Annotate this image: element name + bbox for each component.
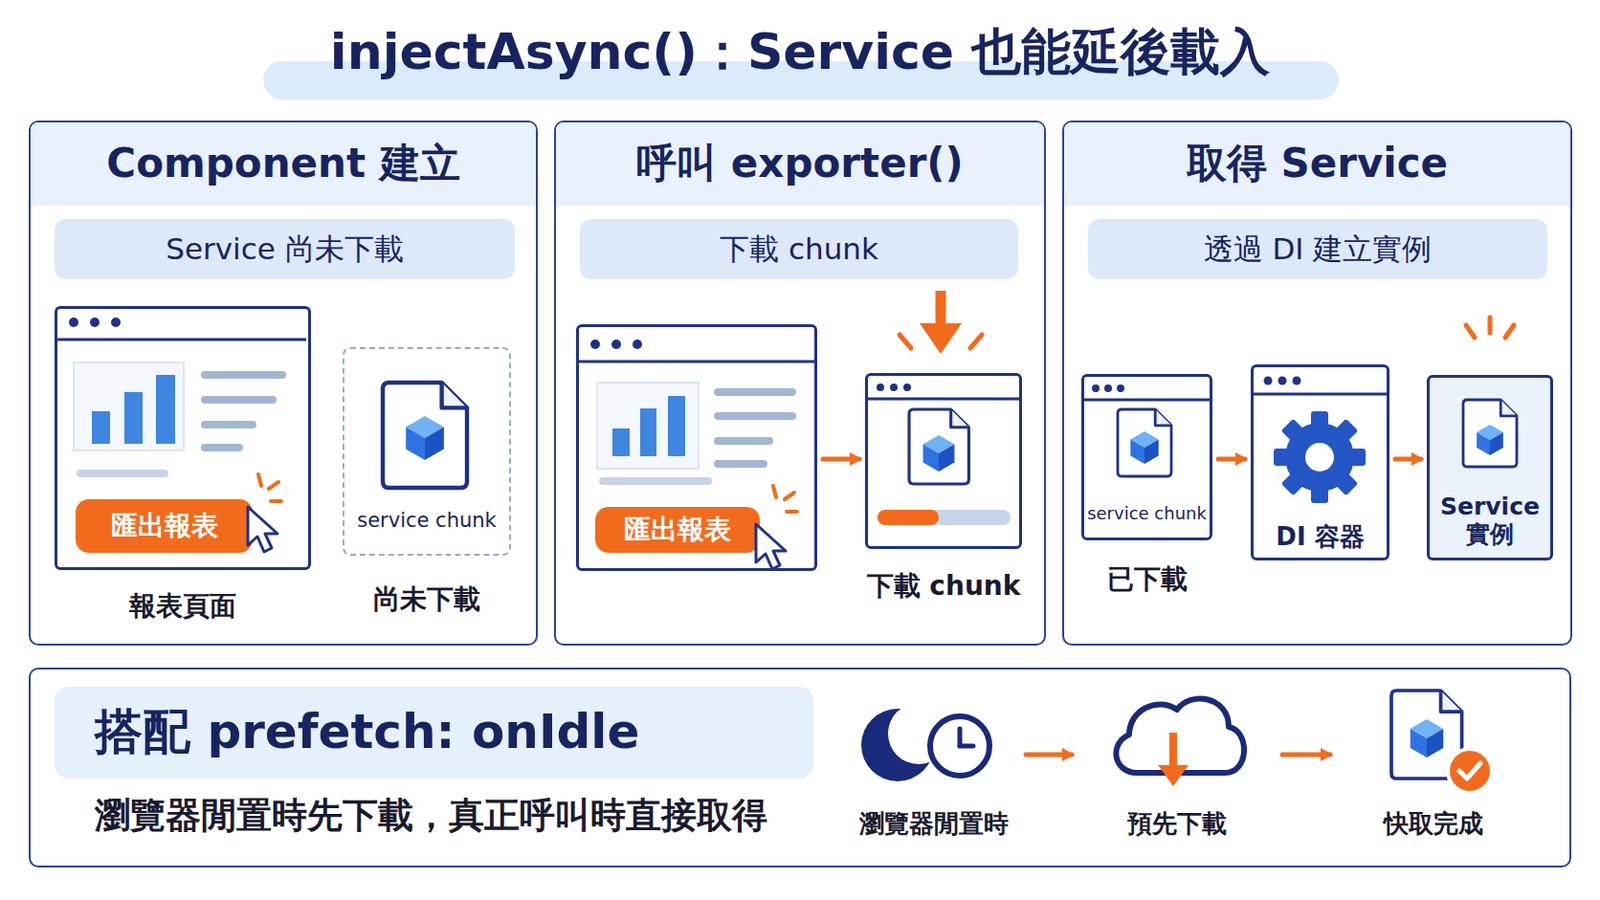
browser-window: service chunk已下載 [1081, 374, 1213, 541]
step-subtitle: Service 尚未下載 [54, 219, 515, 280]
prefetch-panel: 搭配 prefetch: onIdle瀏覽器閒置時先下載，真正呼叫時直接取得瀏覽… [28, 667, 1572, 868]
container-label: DI 容器 [1253, 518, 1387, 557]
panel-heading: 呼叫 exporter() [555, 122, 1045, 206]
panel-heading: Component 建立 [30, 122, 536, 206]
window-caption: 報表頁面 [47, 584, 318, 629]
icon-step: 預先下載 [1081, 698, 1273, 843]
step-panel: Component 建立Service 尚未下載報表頁面匯出報表service … [28, 120, 538, 646]
step-panel: 取得 Service透過 DI 建立實例service chunk已下載DI 容… [1062, 120, 1573, 646]
window-caption: 下載 chunk [846, 565, 1041, 608]
button-label: 匯出報表 [75, 499, 253, 554]
browser-window: DI 容器 [1250, 364, 1390, 561]
panel-heading: 取得 Service [1064, 122, 1571, 206]
browser-window: 報表頁面匯出報表 [54, 306, 312, 571]
step-subtitle-band: Service 尚未下載 [54, 219, 515, 280]
status-caption: 尚未下載 [334, 578, 519, 622]
chunk-label: service chunk [344, 501, 510, 540]
step-subtitle: 下載 chunk [579, 219, 1019, 280]
prefetch-heading: 搭配 prefetch: onIdle [54, 687, 814, 779]
chunk-label: service chunk [1084, 497, 1210, 531]
icon-step: 快取完成 [1339, 698, 1528, 843]
browser-window: 匯出報表 [576, 324, 818, 572]
export-button: 匯出報表 [595, 507, 760, 554]
step-subtitle-band: 下載 chunk [579, 219, 1019, 280]
instance-label: Service 實例 [1429, 487, 1551, 556]
pending-chunk-box: service chunk尚未下載 [342, 347, 512, 556]
step-panel: 呼叫 exporter()下載 chunk匯出報表下載 chunk [554, 120, 1046, 646]
step-subtitle: 透過 DI 建立實例 [1088, 219, 1548, 280]
status-caption: 已下載 [1069, 558, 1224, 601]
icon-step: 瀏覽器閒置時 [851, 698, 1017, 843]
icon-caption: 瀏覽器閒置時 [832, 805, 1036, 845]
button-label: 匯出報表 [595, 507, 760, 554]
step-subtitle-band: 透過 DI 建立實例 [1088, 219, 1548, 280]
browser-window: 下載 chunk [865, 373, 1023, 550]
page-title: injectAsync()：Service 也能延後載入 [0, 19, 1600, 87]
export-button: 匯出報表 [75, 499, 253, 554]
icon-caption: 預先下載 [1081, 805, 1273, 845]
service-instance-box: Service 實例 [1426, 375, 1554, 561]
icon-caption: 快取完成 [1339, 805, 1528, 845]
